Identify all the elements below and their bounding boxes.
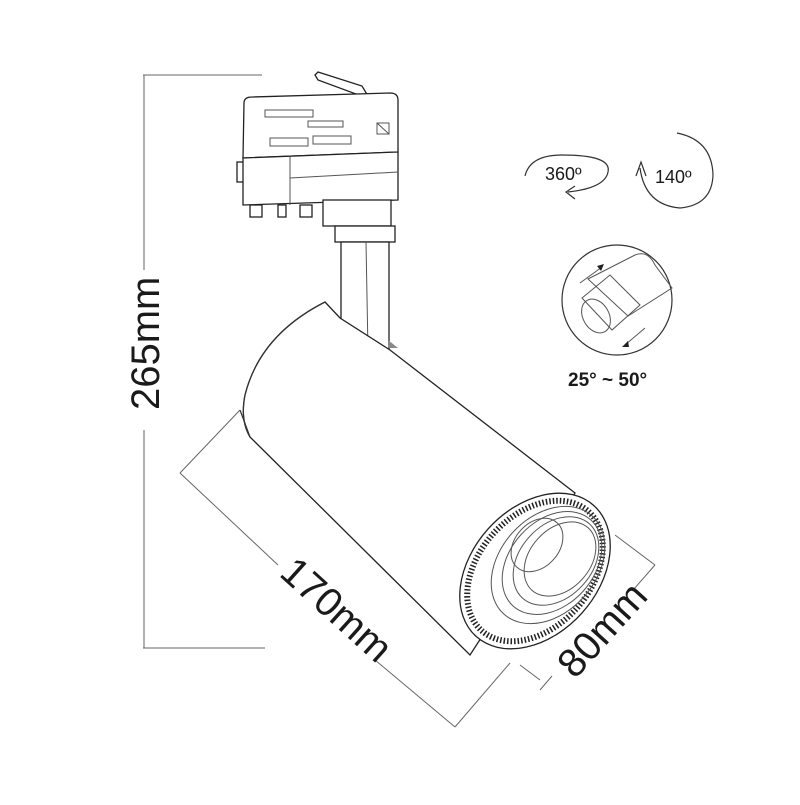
rotation-label: 360º [545, 164, 582, 184]
beam-angle-label: 25° ~ 50° [568, 370, 647, 391]
length-dimension [179, 409, 511, 728]
height-label: 265mm [124, 277, 168, 410]
rotate-360-icon [524, 154, 609, 200]
tilt-140-icon [635, 132, 714, 209]
track-adapter [236, 71, 399, 243]
height-dimension [143, 74, 265, 649]
zoom-beam-angle-icon [561, 244, 673, 356]
diameter-dimension [519, 534, 656, 691]
lens-bezel [459, 492, 611, 650]
tilt-label: 140º [655, 167, 692, 187]
